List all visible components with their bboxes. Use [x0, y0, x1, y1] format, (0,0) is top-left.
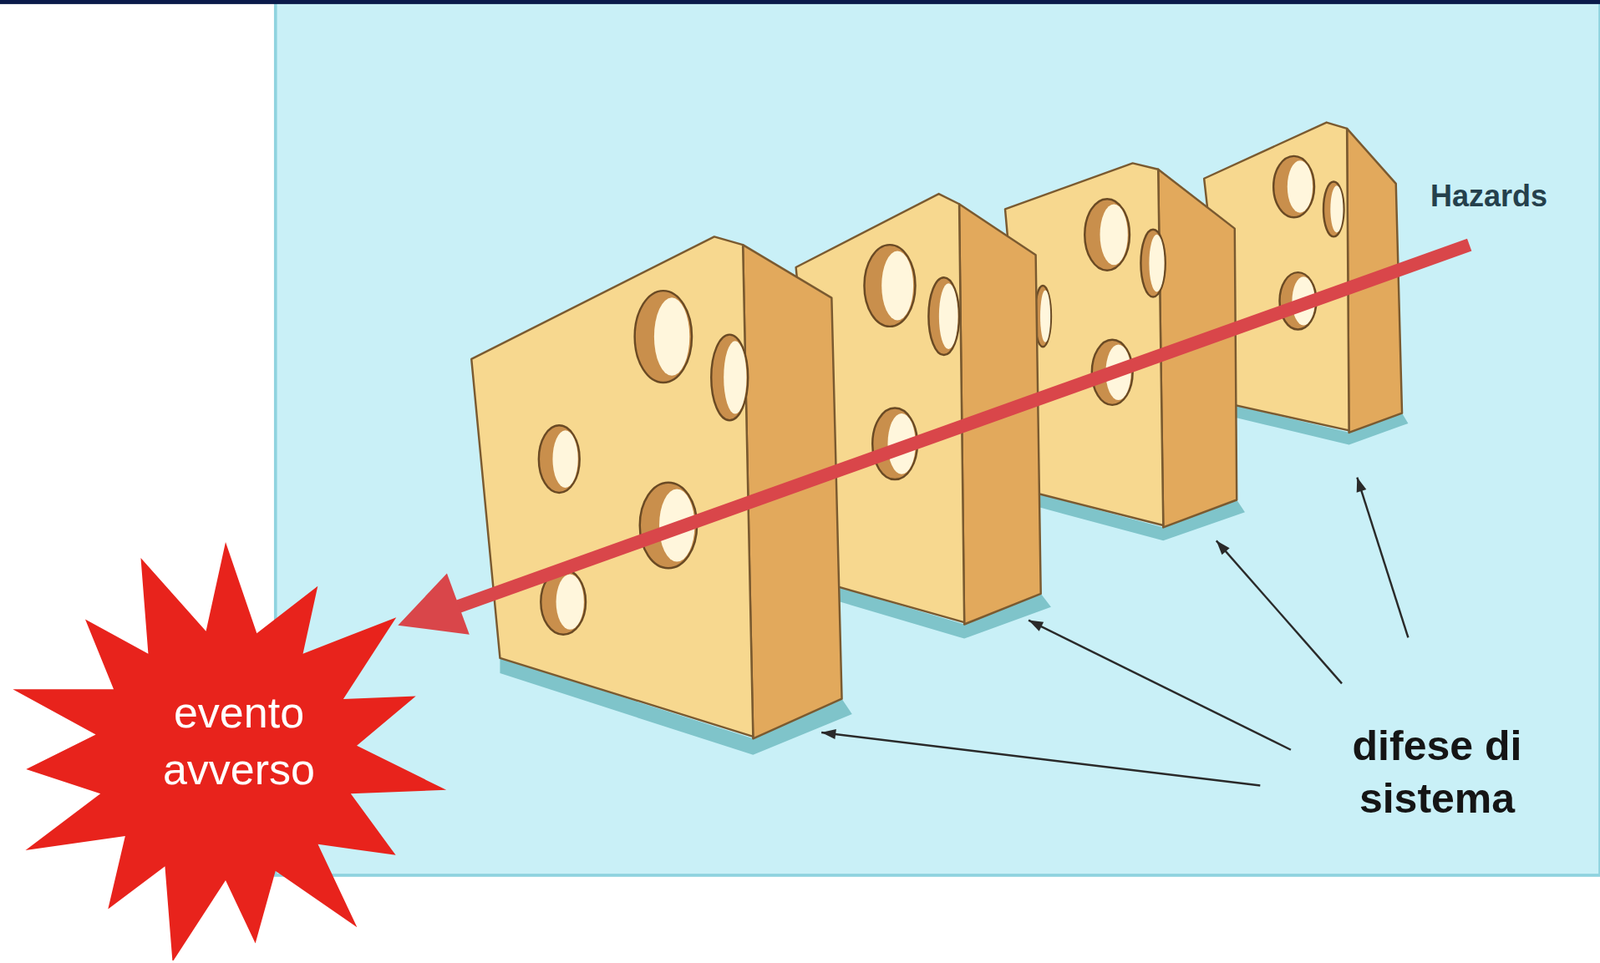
leader-arrowhead	[1356, 477, 1367, 493]
cheese-hole	[928, 277, 960, 356]
hole-light	[1100, 204, 1128, 266]
defences-label: difese di sistema	[1290, 720, 1584, 825]
cheese-hole	[1273, 156, 1315, 218]
hole-light	[1148, 234, 1164, 293]
hole-light	[1040, 289, 1051, 342]
hole-light	[552, 430, 578, 488]
hazard-arrowhead	[397, 573, 469, 635]
leader-line	[1356, 477, 1408, 639]
leader-line	[821, 732, 1260, 787]
top-strip	[0, 0, 1600, 5]
cheese-hole	[538, 425, 580, 493]
cheese-hole	[634, 290, 692, 383]
cheese-hole	[1084, 198, 1130, 270]
background-panel	[275, 0, 1600, 876]
leader-arrowhead	[1216, 540, 1230, 555]
hole-light	[881, 250, 914, 320]
leader-line	[1216, 540, 1342, 684]
cheese-hole	[1140, 229, 1165, 298]
hole-light	[556, 573, 585, 630]
starburst-event: evento avverso	[6, 523, 472, 961]
leader-arrowhead	[1028, 620, 1044, 632]
event-text: evento avverso	[134, 685, 344, 798]
cheese-slice	[471, 236, 853, 755]
hole-light	[1287, 160, 1313, 213]
leader-line	[1028, 620, 1291, 751]
cheese-hole	[863, 244, 915, 327]
slice-front	[471, 236, 753, 737]
starburst-fill	[12, 542, 447, 961]
hole-light	[654, 297, 690, 376]
hole-light	[939, 283, 959, 350]
cheese-hole	[711, 335, 748, 422]
hazard-arrow	[453, 244, 1469, 609]
cheese-hole	[1323, 181, 1344, 237]
starburst-shape	[6, 523, 472, 961]
cheese-slice	[1005, 162, 1245, 541]
hole-light	[723, 340, 747, 414]
leader-arrowhead	[821, 729, 837, 740]
hole-light	[1330, 185, 1343, 233]
hazards-label: Hazards	[1430, 177, 1581, 215]
